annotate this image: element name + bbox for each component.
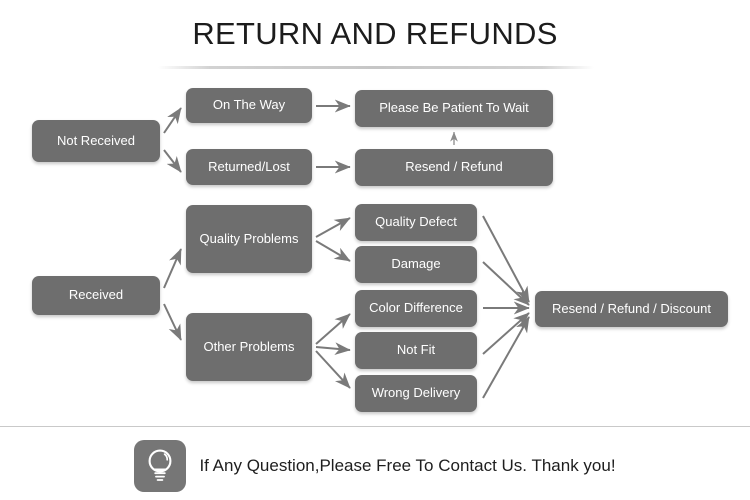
footer-divider [0, 426, 750, 427]
node-resend-refund-discount[interactable]: Resend / Refund / Discount [535, 291, 728, 327]
arrow-not-received-to-on-the-way [163, 107, 182, 134]
arrow-wrong-delivery-to-resend-refund-discount [482, 316, 530, 399]
node-not-fit[interactable]: Not Fit [355, 332, 477, 369]
arrow-quality-problems-to-damage [315, 240, 351, 262]
arrow-not-fit-to-resend-refund-discount [482, 312, 530, 355]
arrow-received-to-other-problems [163, 303, 182, 341]
arrow-quality-defect-to-resend-refund-discount [482, 215, 530, 303]
title-divider [158, 66, 594, 69]
arrow-quality-problems-to-quality-defect [315, 217, 351, 238]
node-received[interactable]: Received [32, 276, 160, 315]
arrow-other-problems-to-color-difference [315, 313, 351, 345]
lightbulb-icon [134, 440, 187, 492]
node-color-difference[interactable]: Color Difference [355, 290, 477, 327]
node-resend-refund[interactable]: Resend / Refund [355, 149, 553, 186]
arrow-other-problems-to-wrong-delivery [315, 350, 351, 389]
footer-text: If Any Question,Please Free To Contact U… [199, 456, 616, 475]
node-damage[interactable]: Damage [355, 246, 477, 283]
node-wrong-delivery[interactable]: Wrong Delivery [355, 375, 477, 412]
arrow-received-to-quality-problems [163, 248, 182, 289]
arrow-damage-to-resend-refund-discount [482, 261, 530, 306]
node-returned-lost[interactable]: Returned/Lost [186, 149, 312, 185]
arrow-not-received-to-returned-lost [163, 149, 182, 173]
node-quality-problems[interactable]: Quality Problems [186, 205, 312, 273]
node-other-problems[interactable]: Other Problems [186, 313, 312, 381]
node-quality-defect[interactable]: Quality Defect [355, 204, 477, 241]
node-please-be-patient-to-wait[interactable]: Please Be Patient To Wait [355, 90, 553, 127]
arrow-other-problems-to-not-fit [315, 342, 351, 356]
node-on-the-way[interactable]: On The Way [186, 88, 312, 123]
node-not-received[interactable]: Not Received [32, 120, 160, 162]
page-title: RETURN AND REFUNDS [192, 16, 558, 51]
footer: If Any Question,Please Free To Contact U… [0, 437, 750, 495]
